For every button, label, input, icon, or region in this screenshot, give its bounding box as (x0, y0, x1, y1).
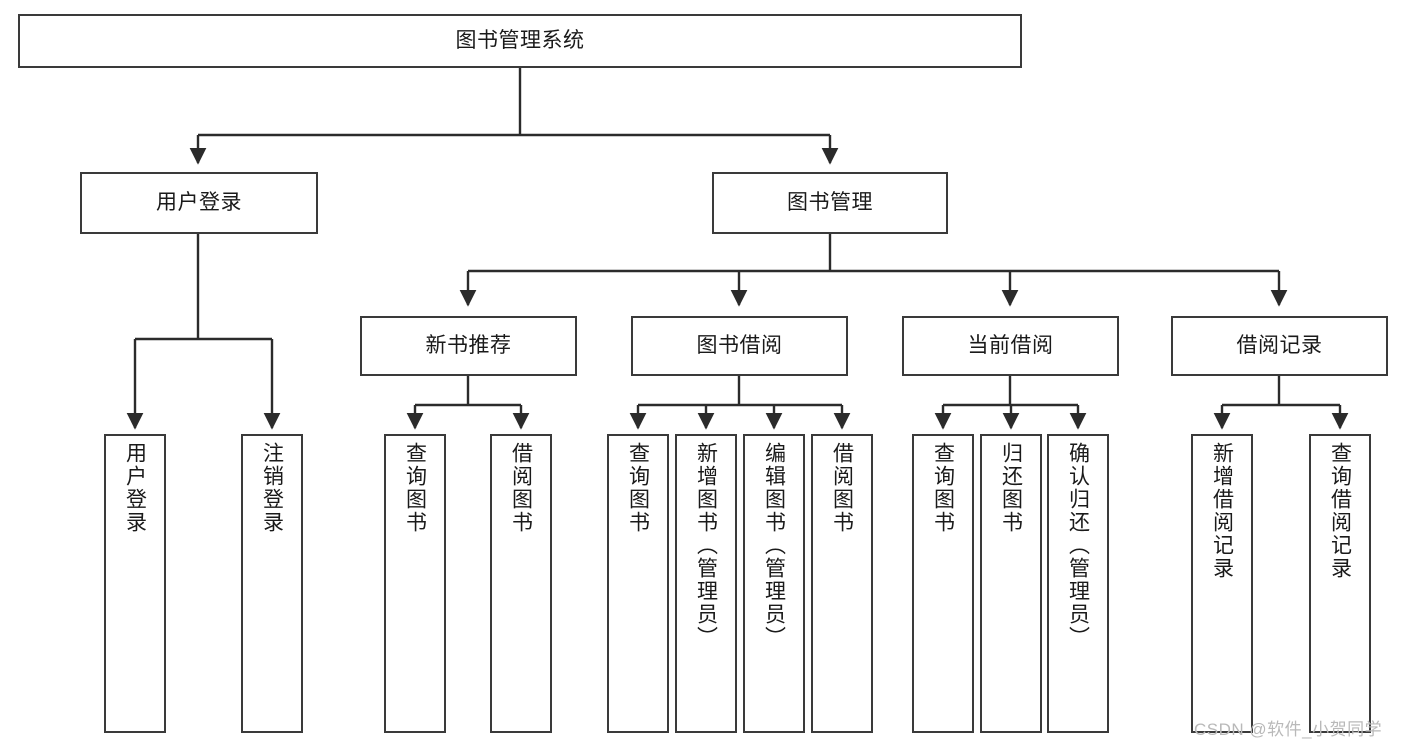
node-current-borrow-label: 当前借阅 (967, 333, 1054, 357)
leaf-label: 注销登录 (260, 442, 284, 534)
node-book-management-label: 图书管理 (787, 190, 873, 214)
leaf-new-book-borrow[interactable]: 借阅图书 (490, 434, 552, 733)
node-book-management[interactable]: 图书管理 (712, 172, 948, 234)
leaf-book-borrow-add[interactable]: 新增图书（管理员） (675, 434, 737, 733)
leaf-label: 查询借阅记录 (1328, 442, 1352, 580)
leaf-current-borrow-return[interactable]: 归还图书 (980, 434, 1042, 733)
leaf-label: 归还图书 (999, 442, 1023, 534)
leaf-label: 借阅图书 (509, 442, 533, 534)
leaf-book-borrow-edit[interactable]: 编辑图书（管理员） (743, 434, 805, 733)
leaf-label: 借阅图书 (830, 442, 854, 534)
leaf-label: 查询图书 (403, 442, 427, 534)
node-book-borrow[interactable]: 图书借阅 (631, 316, 848, 376)
leaf-label: 用户登录 (123, 442, 147, 534)
node-current-borrow[interactable]: 当前借阅 (902, 316, 1119, 376)
node-root-label: 图书管理系统 (455, 28, 585, 52)
node-new-book-recommend-label: 新书推荐 (425, 333, 512, 357)
leaf-borrow-record-add[interactable]: 新增借阅记录 (1191, 434, 1253, 733)
leaf-label: 查询图书 (626, 442, 650, 534)
leaf-new-book-query[interactable]: 查询图书 (384, 434, 446, 733)
leaf-label: 确认归还（管理员） (1066, 442, 1090, 649)
leaf-label: 新增图书（管理员） (694, 442, 718, 649)
node-new-book-recommend[interactable]: 新书推荐 (360, 316, 577, 376)
leaf-book-borrow-borrow[interactable]: 借阅图书 (811, 434, 873, 733)
leaf-borrow-record-query[interactable]: 查询借阅记录 (1309, 434, 1371, 733)
leaf-user-login-signout[interactable]: 注销登录 (241, 434, 303, 733)
node-user-login[interactable]: 用户登录 (80, 172, 318, 234)
leaf-label: 编辑图书（管理员） (762, 442, 786, 649)
leaf-current-borrow-query[interactable]: 查询图书 (912, 434, 974, 733)
node-borrow-record-label: 借阅记录 (1236, 333, 1323, 357)
node-borrow-record[interactable]: 借阅记录 (1171, 316, 1388, 376)
leaf-current-borrow-confirm[interactable]: 确认归还（管理员） (1047, 434, 1109, 733)
watermark: CSDN @软件_小贺同学 (1194, 720, 1383, 739)
node-book-borrow-label: 图书借阅 (696, 333, 783, 357)
node-user-login-label: 用户登录 (156, 190, 242, 214)
node-root[interactable]: 图书管理系统 (18, 14, 1022, 68)
leaf-user-login-signin[interactable]: 用户登录 (104, 434, 166, 733)
leaf-label: 新增借阅记录 (1210, 442, 1234, 580)
leaf-label: 查询图书 (931, 442, 955, 534)
leaf-book-borrow-query[interactable]: 查询图书 (607, 434, 669, 733)
